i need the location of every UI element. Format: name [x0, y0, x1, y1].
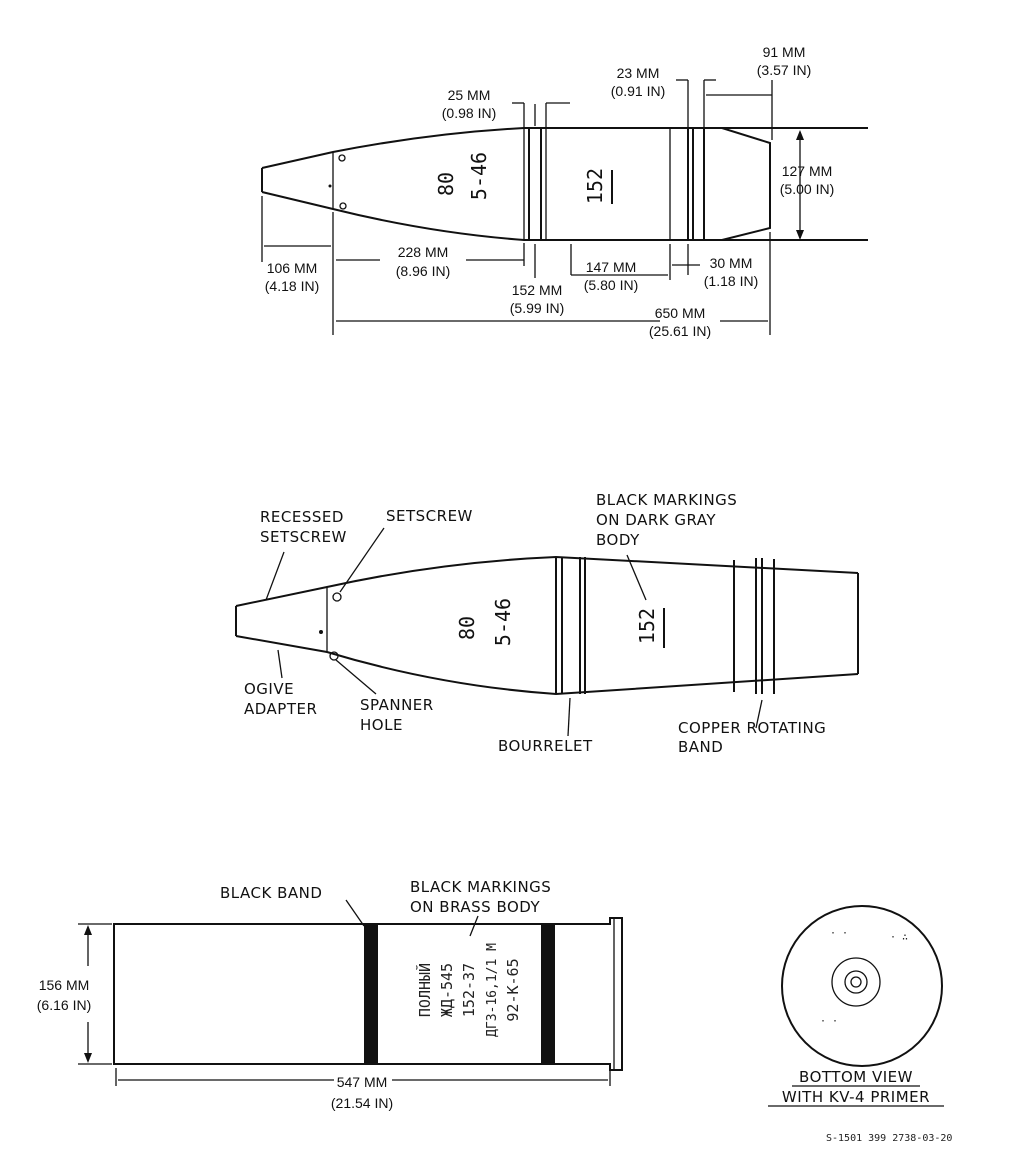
label-black-markings-2: ON DARK GRAY: [596, 511, 716, 529]
marking-5-46: 5-46: [467, 152, 491, 200]
dim-228-mm: 228 MM: [398, 244, 449, 260]
dim-156-mm: 156 MM: [39, 977, 90, 993]
label-setscrew: SETSCREW: [386, 507, 473, 525]
dim-147-mm: 147 MM: [586, 259, 637, 275]
dim-106-in: (4.18 IN): [265, 278, 319, 294]
label-ogive-1: OGIVE: [244, 680, 294, 698]
svg-text:· ·: · ·: [830, 928, 848, 939]
label-bourrelet: BOURRELET: [498, 737, 593, 755]
cartridge-case: ПОЛНЫЙ ЖД-545 152-37 ДГЗ-16,1/1 М 92-К-6…: [37, 878, 623, 1111]
label-spanner-1: SPANNER: [360, 696, 434, 714]
projectile-labeled: 80 5-46 152 RECESSED SETSCREW SETSCREW B…: [235, 491, 859, 756]
stamp-line-4: ДГЗ-16,1/1 М: [485, 943, 500, 1037]
label-marking-80: 80: [455, 616, 479, 640]
bottom-view-subtitle: WITH KV-4 PRIMER: [782, 1088, 930, 1106]
label-copper-1: COPPER ROTATING: [678, 719, 826, 737]
stamp-line-2: ЖД-545: [438, 963, 456, 1017]
projectile-dimensioned: 80 5-46 152 91 MM (3.57 IN) 23 MM (0.91 …: [261, 44, 868, 339]
label-recessed-2: SETSCREW: [260, 528, 347, 546]
label-copper-2: BAND: [678, 738, 723, 756]
label-ogive-2: ADAPTER: [244, 700, 317, 718]
marking-152: 152: [583, 168, 607, 204]
label-marking-152: 152: [635, 608, 659, 644]
dim-25-in: (0.98 IN): [442, 105, 496, 121]
label-marking-5-46: 5-46: [491, 598, 515, 646]
dim-25-mm: 25 MM: [448, 87, 491, 103]
label-black-markings-3: BODY: [596, 531, 640, 549]
label-brass-1: BLACK MARKINGS: [410, 878, 551, 896]
label-black-markings-1: BLACK MARKINGS: [596, 491, 737, 509]
dim-547-mm: 547 MM: [337, 1074, 388, 1090]
black-band-2: [541, 924, 555, 1064]
dim-23-in: (0.91 IN): [611, 83, 665, 99]
bottom-view-title: BOTTOM VIEW: [799, 1068, 913, 1086]
dim-91-in: (3.57 IN): [757, 62, 811, 78]
bottom-view: · · · ∴ · · BOTTOM VIEW WITH KV-4 PRIMER: [768, 905, 944, 1107]
dim-156-in: (6.16 IN): [37, 997, 91, 1013]
marking-80: 80: [434, 172, 458, 196]
dim-127-in: (5.00 IN): [780, 181, 834, 197]
svg-text:· ∴: · ∴: [890, 932, 908, 943]
label-recessed-1: RECESSED: [260, 508, 344, 526]
dim-147-in: (5.80 IN): [584, 277, 638, 293]
dim-650-in: (25.61 IN): [649, 323, 711, 339]
dim-152-mm: 152 MM: [512, 282, 563, 298]
dim-106-mm: 106 MM: [267, 260, 318, 276]
dim-91-mm: 91 MM: [763, 44, 806, 60]
dim-23-mm: 23 MM: [617, 65, 660, 81]
footer-code: S-1501 399 2738-03-20: [826, 1133, 952, 1144]
label-black-band: BLACK BAND: [220, 884, 322, 902]
stamp-line-5: 92-К-65: [504, 958, 522, 1021]
stamp-line-3: 152-37: [460, 963, 478, 1017]
dim-30-in: (1.18 IN): [704, 273, 758, 289]
label-spanner-2: HOLE: [360, 716, 403, 734]
dim-127-mm: 127 MM: [782, 163, 833, 179]
dim-30-mm: 30 MM: [710, 255, 753, 271]
svg-text:· ·: · ·: [820, 1016, 838, 1027]
dim-650-mm: 650 MM: [655, 305, 706, 321]
stamp-line-1: ПОЛНЫЙ: [415, 963, 434, 1017]
black-band: [364, 924, 378, 1064]
dim-152-in: (5.99 IN): [510, 300, 564, 316]
label-brass-2: ON BRASS BODY: [410, 898, 541, 916]
dim-228-in: (8.96 IN): [396, 263, 450, 279]
dim-547-in: (21.54 IN): [331, 1095, 393, 1111]
